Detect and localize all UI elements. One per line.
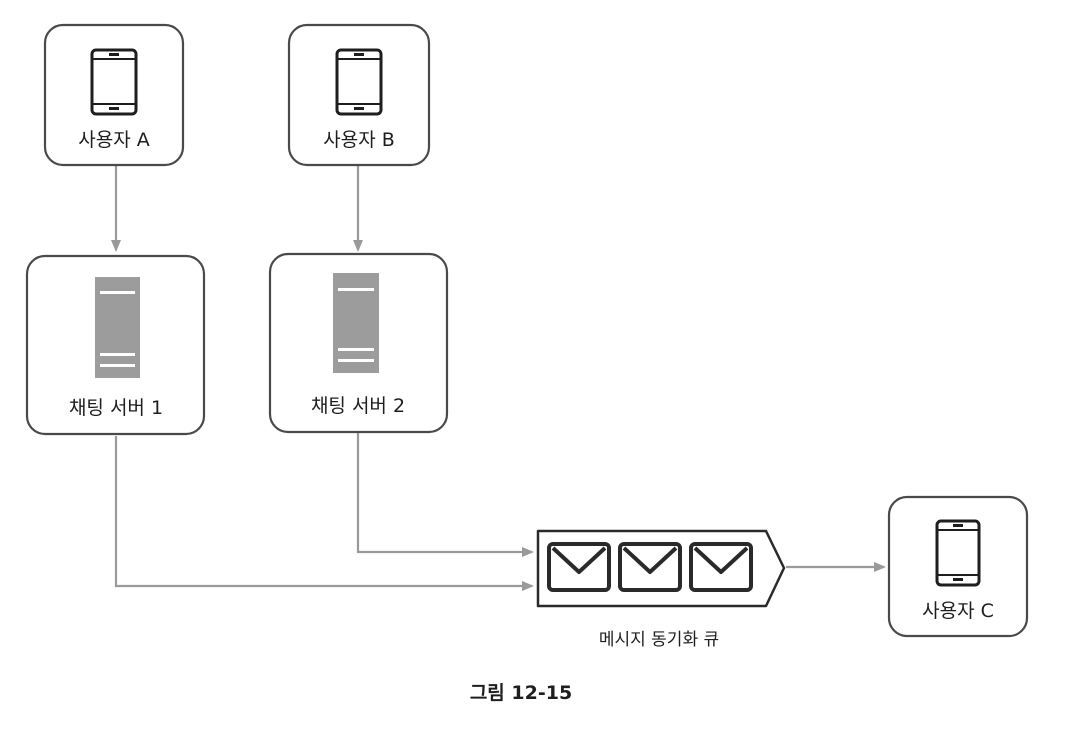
envelope-icon xyxy=(547,542,611,592)
node-user-a: 사용자 A xyxy=(43,23,185,167)
node-message-queue: 메시지 동기화 큐 xyxy=(536,529,786,650)
server-icon xyxy=(95,277,140,378)
node-user-c: 사용자 C xyxy=(887,495,1029,638)
node-chat-server-1-label: 채팅 서버 1 xyxy=(69,397,163,419)
smartphone-icon xyxy=(90,48,138,116)
node-user-b-label: 사용자 B xyxy=(323,129,395,151)
node-message-queue-label: 메시지 동기화 큐 xyxy=(599,630,719,650)
smartphone-icon xyxy=(335,48,383,116)
node-user-a-label: 사용자 A xyxy=(78,129,149,151)
edge-server-2-to-queue xyxy=(356,432,534,557)
envelope-icon xyxy=(689,542,753,592)
node-user-c-label: 사용자 C xyxy=(922,600,994,622)
smartphone-icon xyxy=(935,519,981,587)
node-user-b: 사용자 B xyxy=(287,23,431,167)
edge-server-1-to-queue xyxy=(114,436,534,591)
node-chat-server-2-label: 채팅 서버 2 xyxy=(311,395,405,417)
server-icon xyxy=(333,273,379,373)
node-chat-server-2: 채팅 서버 2 xyxy=(268,252,449,434)
envelope-icon xyxy=(618,542,682,592)
figure-caption: 그림 12-15 xyxy=(470,682,572,704)
connectors xyxy=(111,166,886,591)
node-chat-server-1: 채팅 서버 1 xyxy=(25,254,206,436)
